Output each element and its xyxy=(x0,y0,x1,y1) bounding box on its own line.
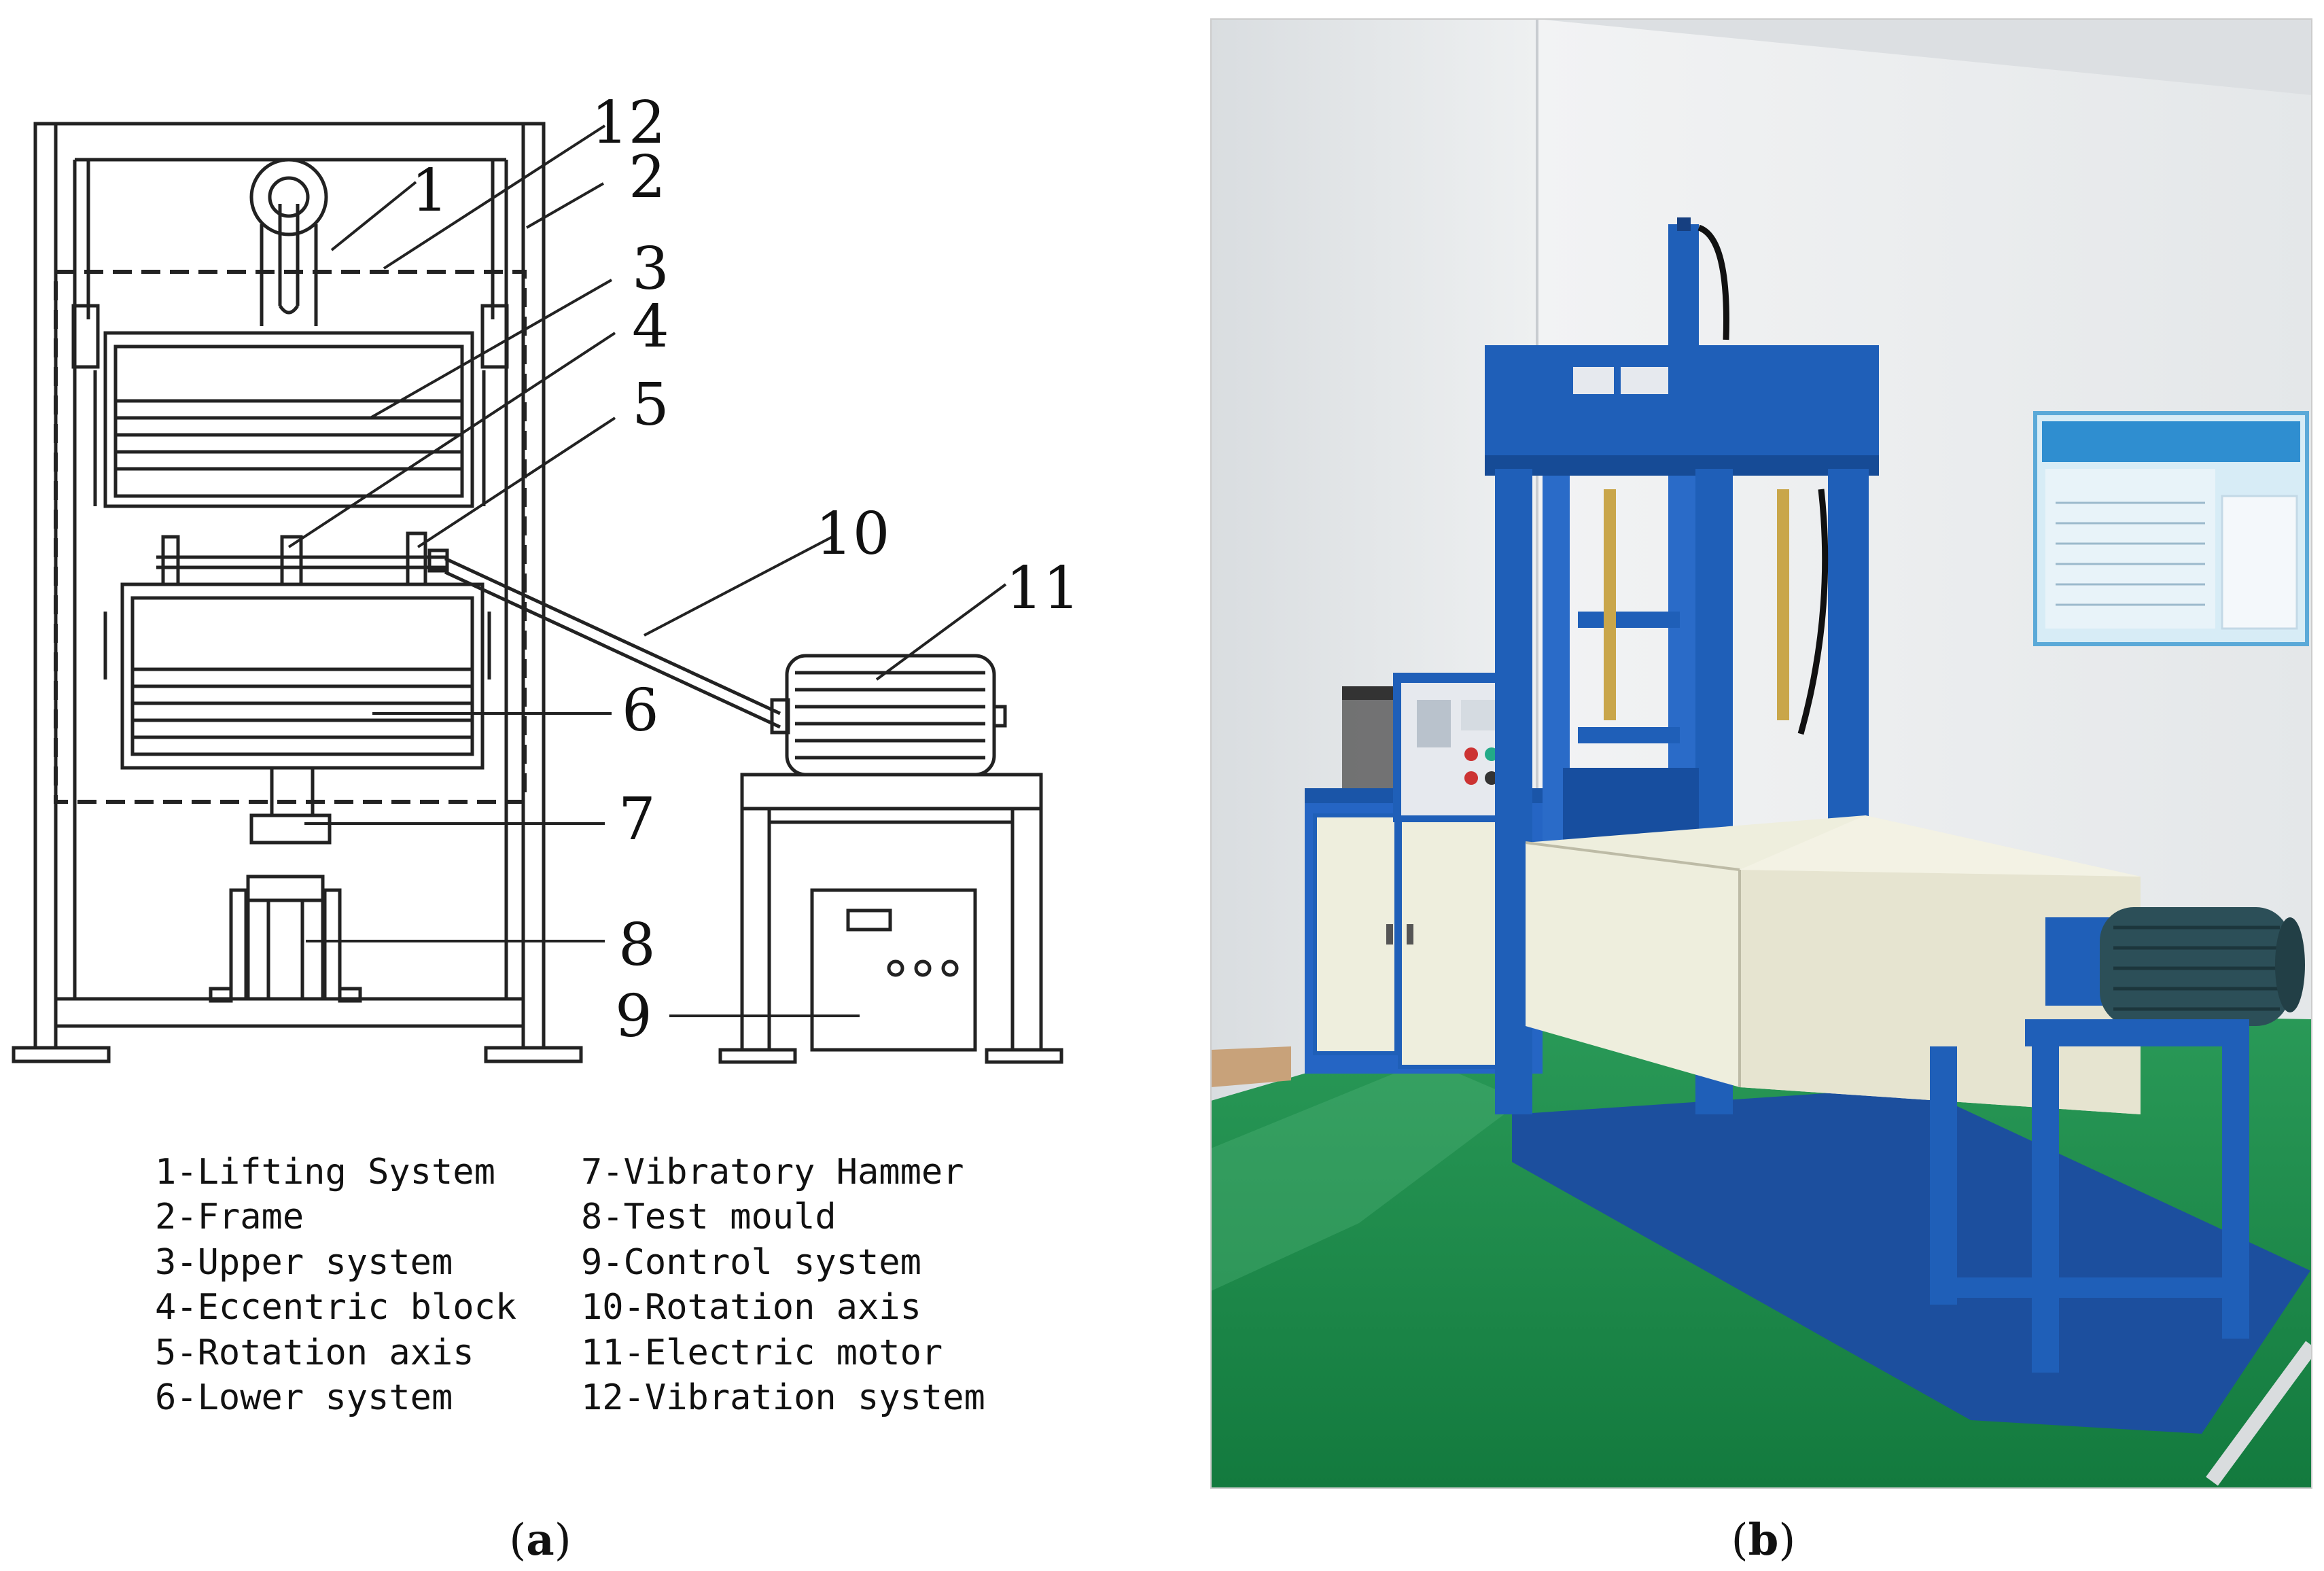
vibration-system-boundary xyxy=(54,270,527,804)
legend-item-8: 8-Test mould xyxy=(581,1197,837,1237)
label-8: 8 xyxy=(618,911,656,979)
label-10: 10 xyxy=(815,500,890,568)
label-12: 12 xyxy=(591,89,665,157)
photo-motor-stand xyxy=(1930,1019,2249,1373)
lifting-system xyxy=(249,158,328,326)
legend-item-3: 3-Upper system xyxy=(155,1242,453,1283)
test-mould xyxy=(209,875,362,1003)
label-3: 3 xyxy=(632,235,669,303)
photo-motor xyxy=(2045,907,2305,1026)
lower-system xyxy=(103,582,491,817)
upper-system xyxy=(93,331,486,508)
frame xyxy=(12,122,583,1063)
caption-b: (b) xyxy=(1731,1515,1796,1566)
part-number-labels: 1 2 3 4 5 6 7 8 9 10 11 12 xyxy=(411,89,1080,1051)
label-5: 5 xyxy=(632,371,669,439)
schematic-diagram xyxy=(12,122,1063,1064)
legend-item-7: 7-Vibratory Hammer xyxy=(581,1152,964,1193)
control-system-box xyxy=(810,888,977,1052)
legend-item-5: 5-Rotation axis xyxy=(155,1332,474,1373)
label-2: 2 xyxy=(629,143,666,211)
legend-item-12: 12-Vibration system xyxy=(581,1377,985,1418)
vibratory-hammer xyxy=(249,813,332,845)
guide-rods xyxy=(1604,489,1789,720)
control-panel xyxy=(1393,673,1529,822)
motor-stand xyxy=(718,773,1063,1064)
press-frame xyxy=(1485,217,1879,1114)
label-6: 6 xyxy=(622,677,659,745)
eccentric-block xyxy=(156,531,449,586)
leader-lines xyxy=(287,124,1007,1017)
caption-a: (a) xyxy=(509,1515,571,1566)
label-7: 7 xyxy=(618,786,656,853)
electric-motor xyxy=(770,654,1007,777)
base-plate xyxy=(1512,1087,2310,1434)
label-11: 11 xyxy=(1006,554,1080,622)
legend-item-1: 1-Lifting System xyxy=(155,1152,495,1193)
legend-item-9: 9-Control system xyxy=(581,1242,921,1283)
legend-item-2: 2-Frame xyxy=(155,1197,304,1237)
legend-item-6: 6-Lower system xyxy=(155,1377,453,1418)
label-4: 4 xyxy=(632,293,669,361)
machine-photo xyxy=(1210,18,2312,1489)
label-9: 9 xyxy=(615,983,652,1051)
rotation-axis-shaft xyxy=(444,557,781,729)
legend-item-10: 10-Rotation axis xyxy=(581,1287,921,1328)
legend: 1-Lifting System 2-Frame 3-Upper system … xyxy=(155,1152,985,1418)
legend-item-11: 11-Electric motor xyxy=(581,1332,943,1373)
notice-board xyxy=(2033,411,2309,646)
legend-item-4: 4-Eccentric block xyxy=(155,1287,516,1328)
label-1: 1 xyxy=(411,157,448,225)
